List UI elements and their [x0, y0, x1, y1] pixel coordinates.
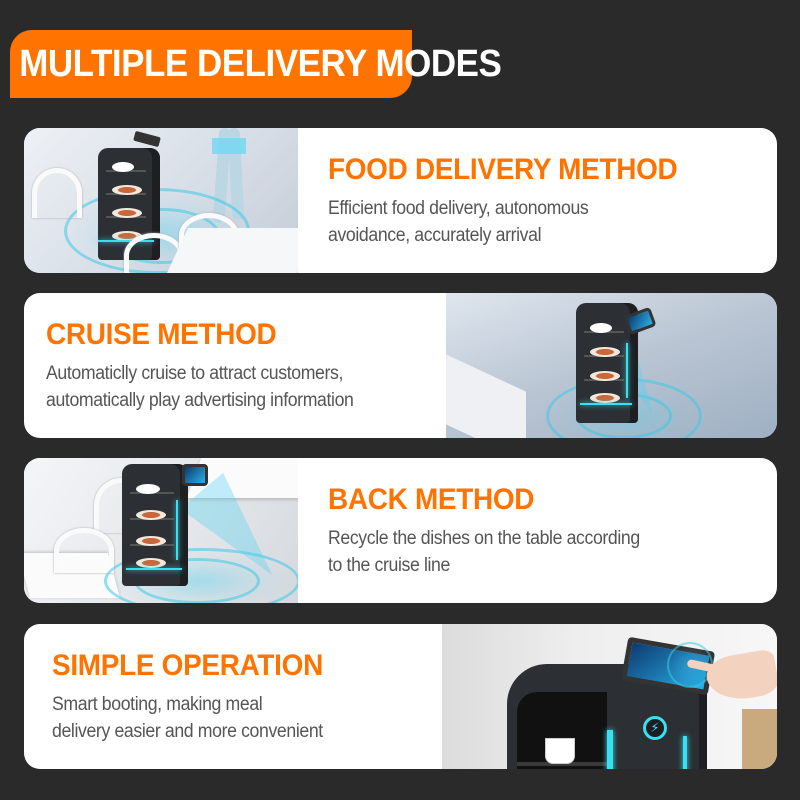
delivery-robot-restaurant-with-person-icon [24, 128, 298, 273]
header-banner: MULTIPLE DELIVERY MODES [10, 30, 502, 98]
card-title: FOOD DELIVERY METHOD [328, 152, 678, 186]
cruising-robot-with-screen-icon [446, 293, 777, 438]
robot-icon [122, 464, 188, 586]
card-description: Automaticlly cruise to attract customers… [46, 362, 354, 411]
feature-card-food-delivery: FOOD DELIVERY METHOD Efficient food deli… [24, 128, 777, 273]
card-text: CRUISE METHOD Automaticlly cruise to att… [46, 293, 377, 438]
feature-card-back: BACK METHOD Recycle the dishes on the ta… [24, 458, 777, 603]
robot-collecting-dishes-icon [24, 458, 298, 603]
hand-touching-robot-screen-icon: ⚡ [442, 624, 777, 769]
feature-card-cruise: CRUISE METHOD Automaticlly cruise to att… [24, 293, 777, 438]
card-title: CRUISE METHOD [46, 317, 277, 351]
card-description: Smart booting, making meal delivery easi… [52, 693, 323, 742]
page-title: MULTIPLE DELIVERY MODES [19, 42, 502, 85]
feature-card-simple-operation: SIMPLE OPERATION Smart booting, making m… [24, 624, 777, 769]
card-text: BACK METHOD Recycle the dishes on the ta… [328, 458, 663, 603]
card-title: SIMPLE OPERATION [52, 648, 323, 682]
card-title: BACK METHOD [328, 482, 535, 516]
card-text: FOOD DELIVERY METHOD Efficient food deli… [328, 128, 704, 273]
card-description: Recycle the dishes on the table accordin… [328, 527, 640, 576]
power-bolt-icon: ⚡ [643, 716, 667, 740]
card-description: Efficient food delivery, autonomous avoi… [328, 197, 589, 246]
card-text: SIMPLE OPERATION Smart booting, making m… [52, 624, 343, 769]
robot-screen-icon [182, 464, 208, 486]
